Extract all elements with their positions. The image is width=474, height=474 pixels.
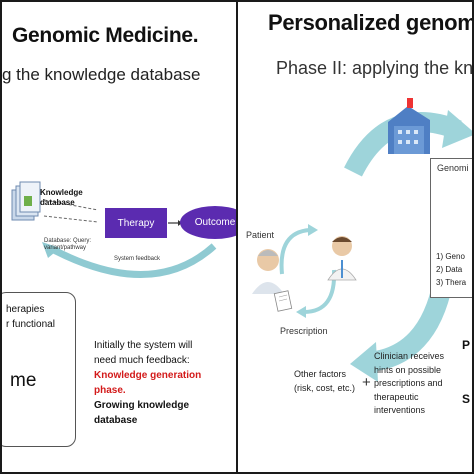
patient-arrow-top bbox=[279, 228, 311, 275]
patient-icon bbox=[252, 249, 284, 294]
left-title: Genomic Medicine. bbox=[12, 24, 199, 47]
growing-line-1: Growing knowledge bbox=[94, 400, 190, 411]
db-query-2: variant/pathway bbox=[44, 245, 87, 251]
left-diagram-graphics bbox=[11, 181, 217, 278]
genomic-list-1: 1) Geno bbox=[436, 252, 465, 261]
clinician-5: interventions bbox=[374, 405, 426, 415]
genomic-title: Genomi bbox=[437, 163, 469, 173]
plus-sign: + bbox=[362, 374, 371, 391]
growing-line-2: database bbox=[94, 415, 138, 426]
outcome-oval: Outcome bbox=[180, 206, 236, 239]
genomic-list-3: 3) Thera bbox=[436, 278, 467, 287]
initially-text: Initially the system will need much feed… bbox=[94, 338, 224, 428]
note-line-1: herapies bbox=[6, 304, 45, 315]
right-subtitle: Phase II: applying the know bbox=[276, 58, 474, 78]
other-factors-1: Other factors bbox=[294, 369, 347, 379]
initially-line-2: need much feedback: bbox=[94, 355, 190, 366]
database-icon bbox=[11, 181, 41, 221]
note-big: me bbox=[10, 370, 37, 391]
side-letter-s: S bbox=[462, 392, 471, 406]
therapy-box: Therapy bbox=[105, 208, 167, 238]
dashed-arrow-1 bbox=[43, 199, 99, 211]
hospital-icon bbox=[388, 98, 430, 154]
patient-arrow-bottom bbox=[303, 269, 337, 314]
other-factors-2: (risk, cost, etc.) bbox=[294, 382, 356, 393]
kg-line-1: Knowledge generation bbox=[94, 370, 202, 381]
db-query-1: Database: Query: bbox=[44, 238, 92, 244]
left-panel: Genomic Medicine. g the knowledge databa… bbox=[0, 0, 238, 474]
kb-label-2: database bbox=[40, 198, 75, 207]
prescription-label: Prescription bbox=[280, 326, 328, 336]
right-title: Personalized genom bbox=[268, 10, 474, 35]
clinician-4: therapeutic bbox=[374, 391, 419, 402]
dashed-arrow-2 bbox=[43, 215, 99, 223]
right-panel: Personalized genom Phase II: applying th… bbox=[236, 0, 474, 474]
initially-line-1: Initially the system will bbox=[94, 340, 193, 351]
note-box bbox=[2, 292, 76, 447]
kb-label-1: Knowledge bbox=[40, 188, 83, 197]
doctor-icon bbox=[327, 236, 357, 281]
genomic-box: Genomi bbox=[430, 158, 472, 298]
clinician-3: prescriptions and bbox=[374, 378, 443, 388]
side-letter-p: P bbox=[462, 338, 471, 352]
prescription-icon bbox=[273, 290, 293, 312]
feedback-arrow bbox=[48, 243, 217, 278]
clinician-2: hints on possible bbox=[374, 364, 442, 375]
clinician-text: Clinician receives hints on possible pre… bbox=[374, 350, 444, 418]
left-subtitle: g the knowledge database bbox=[2, 65, 201, 84]
note-text: herapies r functional bbox=[6, 302, 55, 332]
note-line-2: r functional bbox=[6, 319, 55, 330]
system-feedback-label: System feedback bbox=[114, 256, 161, 262]
other-factors: Other factors (risk, cost, etc.) bbox=[294, 368, 355, 395]
genomic-list-2: 2) Data bbox=[436, 265, 463, 274]
patient-label: Patient bbox=[246, 230, 275, 240]
clinician-1: Clinician receives bbox=[374, 351, 445, 361]
kg-line-2: phase. bbox=[94, 385, 126, 396]
